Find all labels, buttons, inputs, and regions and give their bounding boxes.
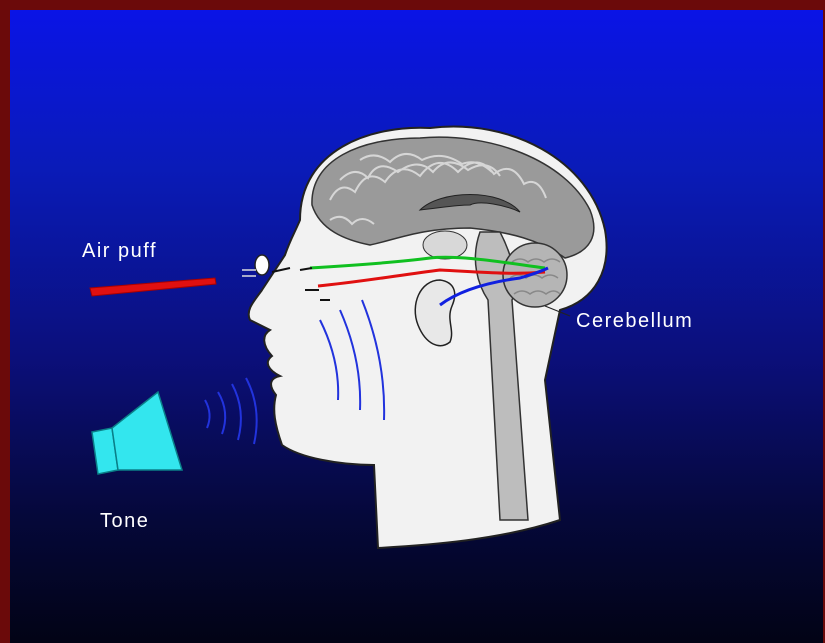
air-puff-label: Air puff <box>82 240 157 263</box>
speaker-icon <box>92 392 182 474</box>
eyeblink-conditioning-diagram <box>10 10 823 643</box>
tone-label: Tone <box>100 510 149 533</box>
air-puff-tube <box>90 278 216 296</box>
diagram-canvas: Air puff Cerebellum Tone <box>10 10 823 643</box>
tone-sound-waves <box>205 378 257 444</box>
cerebellum-label: Cerebellum <box>576 310 693 333</box>
thalamus <box>423 231 467 259</box>
